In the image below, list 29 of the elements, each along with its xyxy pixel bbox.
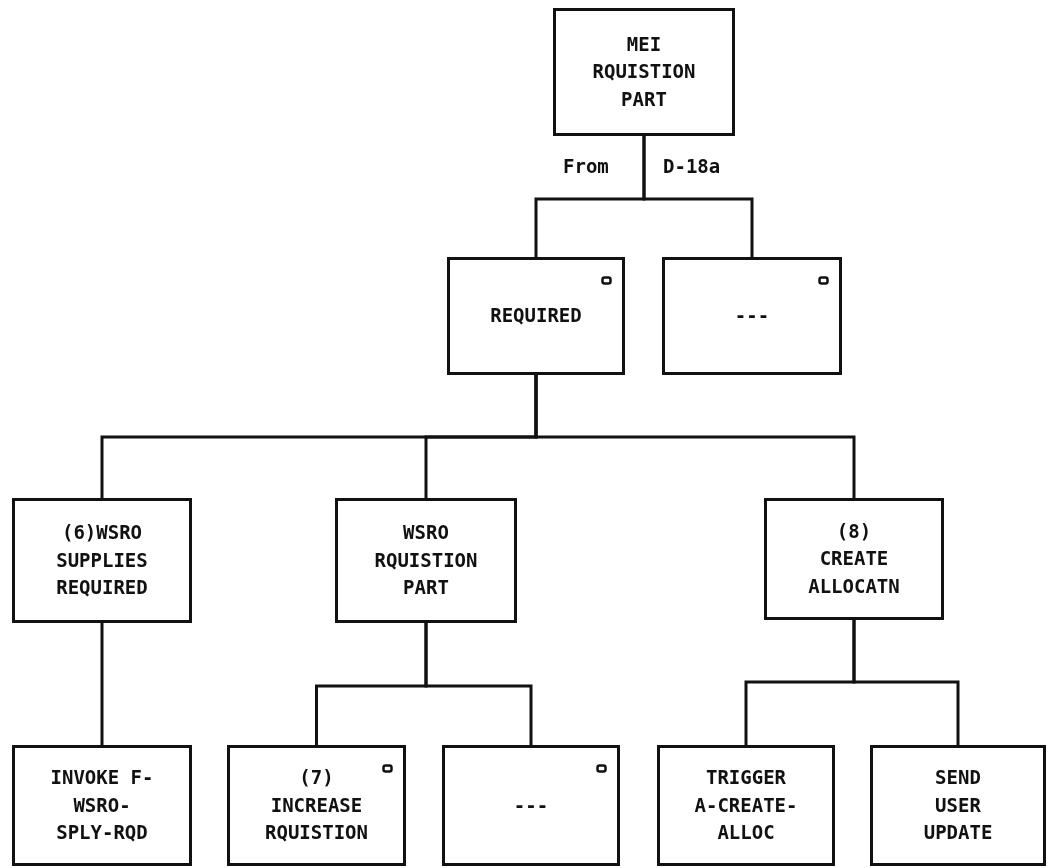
connector-line (852, 620, 960, 745)
node-label: TRIGGER A-CREATE-ALLOC (694, 765, 798, 846)
process-box (764, 498, 944, 620)
connector-line (534, 375, 856, 498)
process-box (870, 745, 1046, 866)
annotation-text: D-18a (663, 155, 721, 177)
process-box (227, 745, 406, 866)
node-label: --- (512, 792, 550, 818)
process-box (442, 745, 620, 866)
connector-line (642, 136, 754, 257)
node-label: --- (733, 303, 771, 329)
process-box (12, 498, 192, 623)
process-box (335, 498, 517, 623)
node-label: MEI RQUISTION PART (591, 31, 697, 112)
annotation-text: From (563, 155, 609, 177)
node-label: WSRO RQUISTION PART (373, 520, 479, 601)
process-box (12, 745, 192, 866)
process-box (447, 257, 625, 375)
node-label: INVOKE F-WSRO-SPLY-RQD (50, 765, 154, 846)
node-label: (8) CREATE ALLOCATN (807, 518, 901, 599)
node-label: (7) INCREASE RQUISTION (264, 765, 369, 846)
process-box (662, 257, 842, 375)
node-label: SEND USER UPDATE (923, 765, 993, 846)
node-label: (6)WSRO SUPPLIES REQUIRED (55, 520, 149, 601)
node-label: REQUIRED (489, 303, 583, 329)
process-box (553, 8, 735, 136)
process-box (657, 745, 835, 866)
connector-line (424, 623, 533, 745)
connector-line (100, 623, 104, 745)
